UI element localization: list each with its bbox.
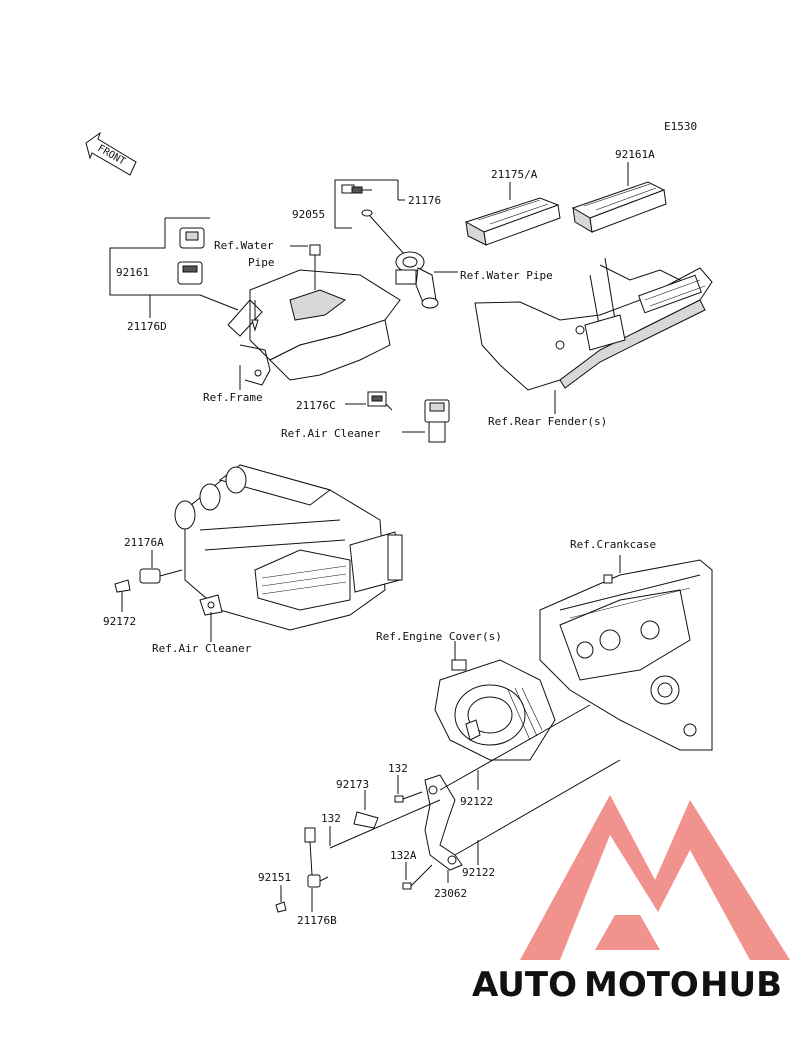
label-92055: 92055 (292, 208, 325, 221)
label-21176b: 21176B (297, 914, 337, 927)
ecu-right-part (571, 181, 667, 233)
label-21175a: 21175/A (491, 168, 538, 181)
water-pipe-fitting-part (395, 251, 439, 309)
engine-cover-part (434, 659, 556, 761)
front-arrow-icon: FRONT (85, 131, 137, 176)
watermark-auto: AUTO (472, 965, 577, 1005)
crankcase-part (539, 559, 713, 751)
temp-sensor-part (341, 184, 372, 194)
label-ref-water-left-2: Pipe (248, 256, 275, 269)
frame-part (227, 244, 401, 386)
label-21176d: 21176D (127, 320, 167, 333)
bracket-23062-part (424, 774, 463, 871)
air-cleaner-box-part (174, 464, 403, 631)
label-21176a: 21176A (124, 536, 164, 549)
label-23062: 23062 (434, 887, 467, 900)
label-92122-b: 92122 (462, 866, 495, 879)
sensor-21176c-part (367, 391, 393, 411)
watermark-text: AUTO MOTO HUB (472, 965, 782, 1005)
label-ref-engine-cover: Ref.Engine Cover(s) (376, 630, 502, 643)
label-92161a: 92161A (615, 148, 655, 161)
watermark-hub: HUB (700, 965, 782, 1005)
label-ref-rear-fender: Ref.Rear Fender(s) (488, 415, 607, 428)
label-ref-air-cleaner-mid: Ref.Air Cleaner (152, 642, 252, 655)
label-92122-a: 92122 (460, 795, 493, 808)
relay-part (177, 227, 205, 285)
o-ring-part (361, 209, 373, 217)
bolt-132a-part (402, 864, 433, 890)
air-cleaner-sensor-part (424, 399, 450, 443)
clamp-92173-part (353, 811, 379, 829)
label-132-b: 132 (321, 812, 341, 825)
label-132-a: 132 (388, 762, 408, 775)
label-92173: 92173 (336, 778, 369, 791)
label-ref-water-left-1: Ref.Water (214, 239, 274, 252)
label-92161: 92161 (116, 266, 149, 279)
label-92151: 92151 (258, 871, 291, 884)
label-ref-crankcase: Ref.Crankcase (570, 538, 656, 551)
bracket-92161 (109, 218, 166, 296)
sensor-21176b-part (275, 827, 329, 913)
label-92172: 92172 (103, 615, 136, 628)
label-ref-water-pipe-right: Ref.Water Pipe (460, 269, 553, 282)
label-ref-air-cleaner-top: Ref.Air Cleaner (281, 427, 381, 440)
label-21176c: 21176C (296, 399, 336, 412)
bracket-21176-top (334, 179, 398, 210)
label-132a: 132A (390, 849, 417, 862)
watermark-moto: MOTO (584, 965, 699, 1005)
rear-fender-part (474, 257, 713, 391)
sensor-21176a-part (114, 568, 183, 593)
diagram-code: E1530 (664, 120, 697, 133)
label-21176-top: 21176 (408, 194, 441, 207)
label-ref-frame: Ref.Frame (203, 391, 263, 404)
bolt-132-a-part (394, 791, 423, 803)
watermark-logo (520, 795, 790, 960)
ecu-left-part (464, 197, 561, 246)
